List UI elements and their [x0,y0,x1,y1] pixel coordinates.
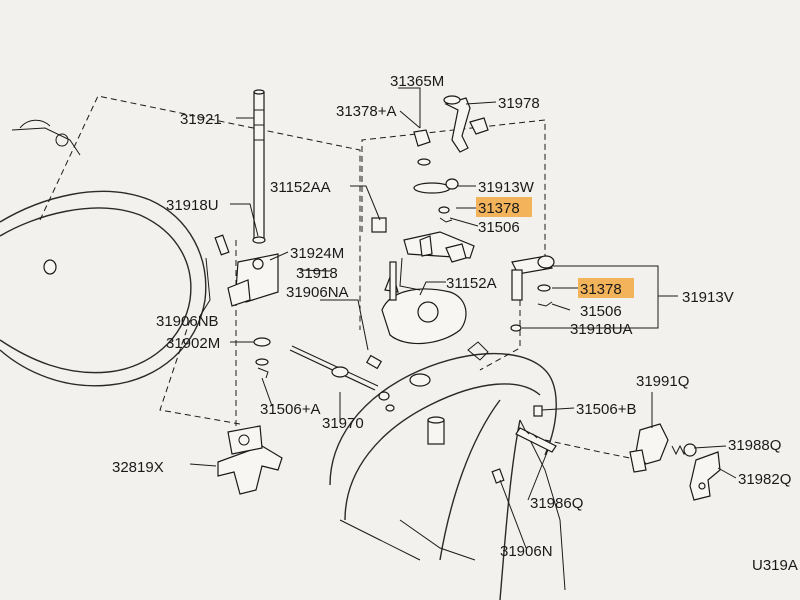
label-31378-right: 31378 [580,281,622,298]
label-31986q: 31986Q [530,495,583,512]
label-31906na: 31906NA [286,284,349,301]
label-31918: 31918 [296,265,338,282]
label-31152a: 31152A [446,275,497,292]
label-31913w: 31913W [478,179,535,196]
label-32819x: 32819X [112,459,164,476]
label-31913v: 31913V [682,289,734,306]
leader-lines [189,87,737,549]
label-31506-b: 31506+B [576,401,636,418]
label-31924m: 31924M [290,245,344,262]
selector-assembly [365,217,489,445]
clip-31918u [252,236,266,244]
label-31506-right: 31506 [580,303,622,320]
lever-31991q [629,423,669,473]
label-31152aa: 31152AA [270,179,331,196]
link-31913w [413,178,459,223]
highlight-31378-right [578,278,634,298]
diagram-code: U319A [752,557,798,574]
label-31378-top: 31378 [478,200,520,217]
label-31365m: 31365M [390,73,444,90]
shaft-31986q [491,405,557,484]
shift-fork-32819x [217,425,283,495]
label-31918u: 31918U [166,197,219,214]
highlight-31378-top [476,197,532,217]
label-31970: 31970 [322,415,364,432]
label-31921: 31921 [180,111,222,128]
pin-31906nb [214,234,230,256]
label-31982q: 31982Q [738,471,791,488]
shift-bracket-31924m [227,253,279,307]
label-31918ua: 31918UA [570,321,633,338]
label-31902m: 31902M [166,335,220,352]
label-31988q: 31988Q [728,437,781,454]
transmission-housing-left [0,119,207,387]
clip-31506a [257,367,269,379]
lever-31978 [443,95,489,153]
transmission-housing-right [329,352,566,600]
part-labels: 31365M 31978 31378+A 31921 31152AA 31913… [112,73,798,574]
label-31506-a: 31506+A [260,401,320,418]
label-31906nb: 31906NB [156,313,219,330]
nut-31365m [413,129,431,166]
link-31913v [510,255,555,332]
bracket-31982q [689,451,721,501]
label-31506-top: 31506 [478,219,520,236]
washer-31902m [253,337,271,366]
link-rod-31970 [289,345,390,401]
label-31906n: 31906N [500,543,553,560]
label-31978: 31978 [498,95,540,112]
shift-rod-31921 [253,89,265,241]
spring-31988q [671,443,697,457]
label-31991q: 31991Q [636,373,689,390]
label-31378-a: 31378+A [336,103,396,120]
